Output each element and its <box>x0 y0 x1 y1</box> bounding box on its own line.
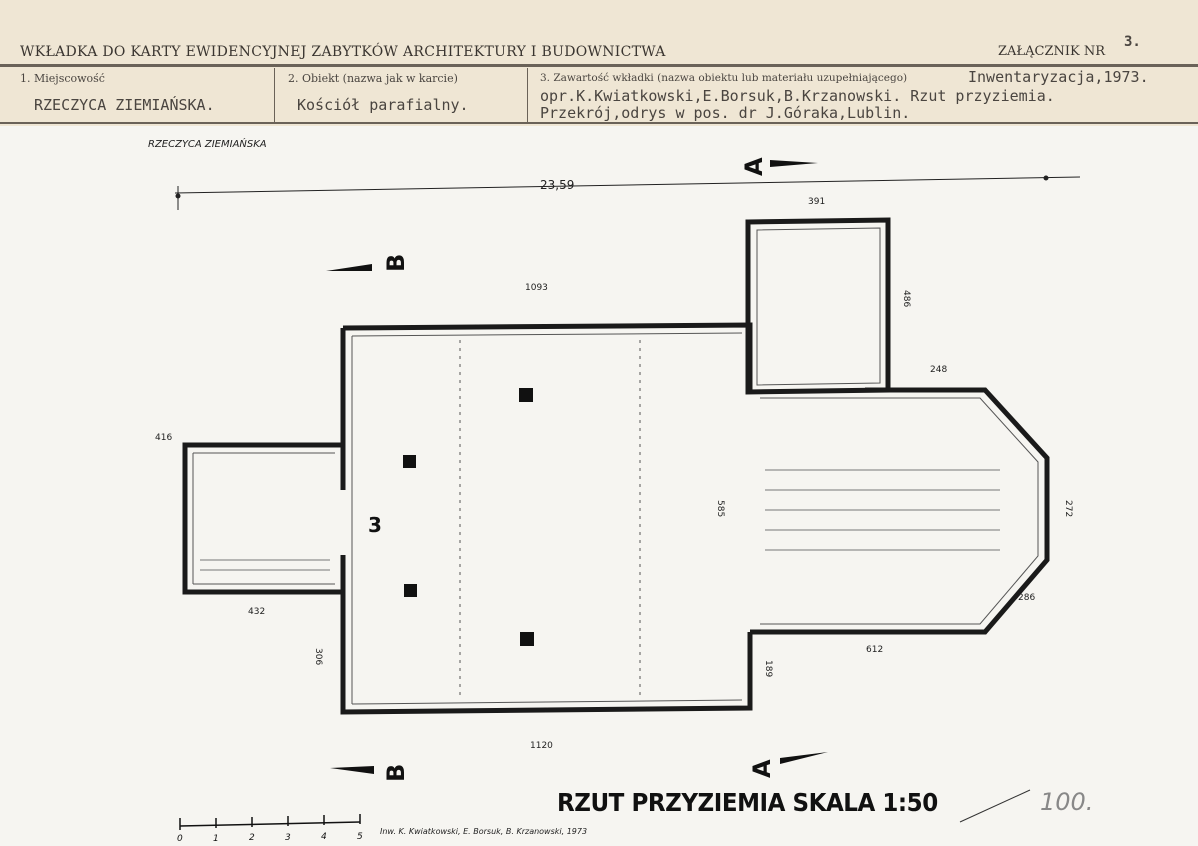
svg-text:286: 286 <box>1018 593 1035 603</box>
svg-text:432: 432 <box>248 607 265 617</box>
inner-wall-lines <box>192 227 1039 705</box>
svg-text:1120: 1120 <box>530 741 553 751</box>
svg-text:3: 3 <box>285 833 291 843</box>
svg-text:612: 612 <box>866 645 883 655</box>
svg-text:5: 5 <box>357 832 363 842</box>
svg-text:189: 189 <box>763 660 773 677</box>
porch-walls <box>182 442 343 595</box>
field-content-line1: Inwentaryzacja,1973. <box>968 68 1149 86</box>
annex-label: ZAŁĄCZNIK NR <box>998 44 1106 59</box>
svg-text:486: 486 <box>901 290 911 307</box>
chancel-walls <box>750 387 1050 635</box>
svg-text:585: 585 <box>715 500 725 517</box>
strike-through <box>959 789 1031 823</box>
field-content-line2: opr.K.Kwiatkowski,E.Borsuk,B.Krzanowski.… <box>540 87 1055 105</box>
svg-text:A: A <box>748 759 776 778</box>
svg-text:391: 391 <box>808 197 825 207</box>
walls <box>182 217 1050 715</box>
section-marker-a-bottom: A <box>748 752 828 778</box>
svg-text:306: 306 <box>313 648 323 665</box>
pillars <box>403 388 534 646</box>
floor-plan: RZECZYCA ZIEMIAŃSKA 23,59 3 1093 391 486 <box>148 137 1093 844</box>
field-object-value: Kościół parafialny. <box>297 96 469 114</box>
section-marker-b-top: B <box>326 254 410 272</box>
stairs-hatching <box>200 469 1000 571</box>
card-header: WKŁADKA DO KARTY EWIDENCYJNEJ ZABYTKÓW A… <box>0 0 1198 126</box>
svg-text:272: 272 <box>1063 500 1073 517</box>
scale-bar <box>179 814 361 830</box>
svg-text:A: A <box>740 157 768 176</box>
scale-correction: 100. <box>1040 788 1093 816</box>
divider <box>527 68 528 124</box>
section-marker-b-bottom: B <box>330 764 410 782</box>
scale-ticks: 0 1 2 3 4 5 <box>177 832 363 844</box>
divider <box>0 64 1198 67</box>
svg-text:416: 416 <box>155 433 172 443</box>
divider <box>0 122 1198 124</box>
svg-text:B: B <box>382 254 410 272</box>
svg-text:1: 1 <box>213 834 219 844</box>
room-number: 3 <box>368 513 382 537</box>
field-content-line3: Przekrój,odrys w pos. dr J.Góraka,Lublin… <box>540 104 911 122</box>
svg-text:2: 2 <box>249 833 255 843</box>
section-marker-a-top: A <box>740 157 818 176</box>
nave-south-wall <box>340 555 753 715</box>
plan-title: RZUT PRZYZIEMIA SKALA 1:50 <box>557 788 938 817</box>
field-object-label: 2. Obiekt (nazwa jak w karcie) <box>288 72 458 85</box>
place-note: RZECZYCA ZIEMIAŃSKA <box>148 137 267 150</box>
field-content-label: 3. Zawartość wkładki (nazwa obiektu lub … <box>540 72 908 84</box>
svg-text:B: B <box>382 764 410 782</box>
dimension-labels: 1093 391 486 248 585 272 286 612 189 432… <box>155 197 1073 751</box>
svg-text:4: 4 <box>321 832 327 842</box>
annex-number: 3. <box>1124 34 1141 50</box>
overall-dimension: 23,59 <box>540 178 574 192</box>
field-locality-value: RZECZYCA ZIEMIAŃSKA. <box>34 96 215 114</box>
field-locality-label: 1. Miejscowość <box>20 72 105 85</box>
overall-dimension-line <box>174 175 1081 210</box>
svg-text:1093: 1093 <box>525 283 548 293</box>
authors-note: Inw. K. Kwiatkowski, E. Borsuk, B. Krzan… <box>380 827 587 836</box>
card-title: WKŁADKA DO KARTY EWIDENCYJNEJ ZABYTKÓW A… <box>20 44 666 60</box>
divider <box>274 68 275 124</box>
svg-text:248: 248 <box>930 365 947 375</box>
svg-text:0: 0 <box>177 834 183 844</box>
tower-walls <box>745 217 891 395</box>
